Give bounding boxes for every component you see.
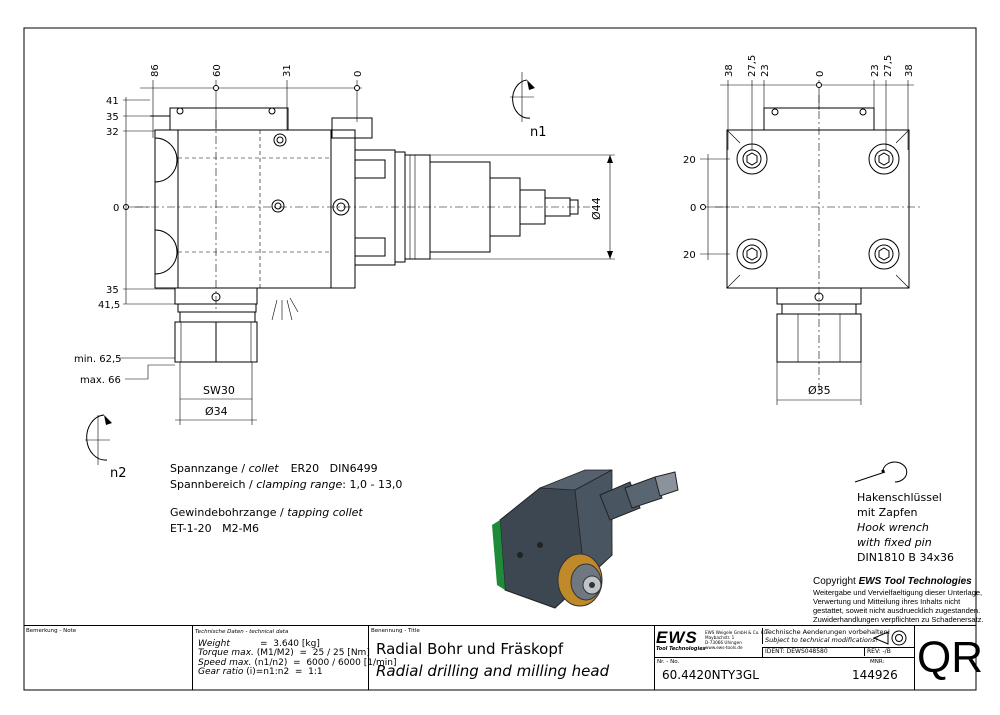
logo-area: EWS Tool Technologies: [656, 628, 706, 652]
side-view: 86 60 31 0 41 35 32 0 35 41,5 min. 62,5 …: [74, 64, 615, 425]
rotation-n1: n1: [510, 72, 547, 140]
number-row: Nr. - No. 60.4420NTY3GL MNR: 144926: [654, 657, 914, 691]
dim-left-41-5: 41,5: [98, 300, 120, 311]
tech-data-cell: Technische Daten - technical data Weight…: [192, 626, 397, 690]
clamping-range-line: Spannbereich / clamping range: 1,0 - 13,…: [170, 478, 403, 491]
dim-sw30: SW30: [203, 384, 235, 397]
dim-front-left-0: 0: [690, 203, 696, 214]
dim-top-86: 86: [150, 64, 161, 77]
tapping-collet-spec: ET-1-20 M2-M6: [170, 522, 260, 535]
dim-front-23a: 23: [760, 64, 771, 77]
title-german: Radial Bohr und Fräskopf: [376, 640, 564, 658]
qr-label: QR: [917, 633, 983, 682]
dim-front-38b: 38: [904, 64, 915, 77]
label-n1: n1: [530, 125, 547, 140]
dim-left-0: 0: [113, 203, 119, 214]
modifications-note: Technische Aenderungen vorbehalten! Subj…: [762, 628, 890, 644]
dim-top-0: 0: [353, 71, 364, 77]
dim-left-41: 41: [106, 96, 119, 107]
product-render-image: [492, 469, 679, 609]
tech-row: Weight= 3.640 [kg]: [198, 638, 320, 649]
remark-cell: Bemerkung - Note: [24, 626, 193, 690]
dim-left-min: min. 62,5: [74, 354, 121, 365]
rev-field: REV: -/B: [864, 647, 914, 656]
company-address: EWS Weigele GmbH & Co. KG Maybachstr. 1 …: [705, 630, 767, 650]
ews-logo: EWS: [656, 628, 698, 647]
tech-row: Gear ratio (i)=n1:n2 = 1:1: [198, 667, 323, 677]
ident-field: IDENT: DEWS048580: [762, 647, 865, 657]
dim-left-35: 35: [106, 112, 119, 123]
dim-front-27-5a: 27,5: [747, 55, 758, 77]
dim-left-max: max. 66: [80, 375, 121, 386]
drawing-frame: [23, 27, 977, 691]
projection-symbol-icon: [872, 630, 907, 646]
hook-wrench-info: Hakenschlüssel mit Zapfen Hook wrench wi…: [857, 491, 954, 564]
tech-row: Speed max. (n1/n2) = 6000 / 6000 [1/min]: [198, 657, 397, 668]
dim-front-dia35: Ø35: [808, 384, 831, 397]
drawing-number: 60.4420NTY3GL: [662, 668, 759, 682]
dim-top-31: 31: [282, 64, 293, 77]
dim-dia34: Ø34: [205, 405, 228, 418]
dim-left-32: 32: [106, 127, 119, 138]
hook-wrench-icon: [854, 461, 908, 483]
dim-left-35b: 35: [106, 285, 119, 296]
dim-front-27-5b: 27,5: [883, 55, 894, 77]
dim-front-left-20a: 20: [683, 155, 696, 166]
company-cell: EWS Tool Technologies EWS Weigele GmbH &…: [654, 626, 915, 690]
rotation-n2: n2: [85, 414, 127, 481]
dim-front-38a: 38: [724, 64, 735, 77]
label-n2: n2: [110, 466, 127, 481]
bolt-holes: [736, 143, 900, 270]
dim-top-60: 60: [212, 64, 223, 77]
dim-front-0: 0: [815, 71, 826, 77]
designation-cell: Benennung - Title Radial Bohr und Fräsko…: [368, 626, 655, 690]
mnr-number: 144926: [852, 668, 898, 682]
front-view: 38 27,5 23 0 23 27,5 38 20 0 20: [683, 55, 920, 405]
title-english: Radial drilling and milling head: [376, 662, 610, 680]
dim-front-23b: 23: [870, 64, 881, 77]
dim-dia44: Ø44: [590, 197, 603, 220]
tech-row: Torque max. (M1/M2) = 25 / 25 [Nm]: [198, 648, 370, 658]
dim-front-left-20b: 20: [683, 250, 696, 261]
copyright-notice: Copyright EWS Tool Technologies Weiterga…: [813, 576, 984, 624]
title-block: Bemerkung - Note Technische Daten - tech…: [24, 625, 983, 690]
tapping-collet-line: Gewindebohrzange / tapping collet: [170, 506, 363, 519]
